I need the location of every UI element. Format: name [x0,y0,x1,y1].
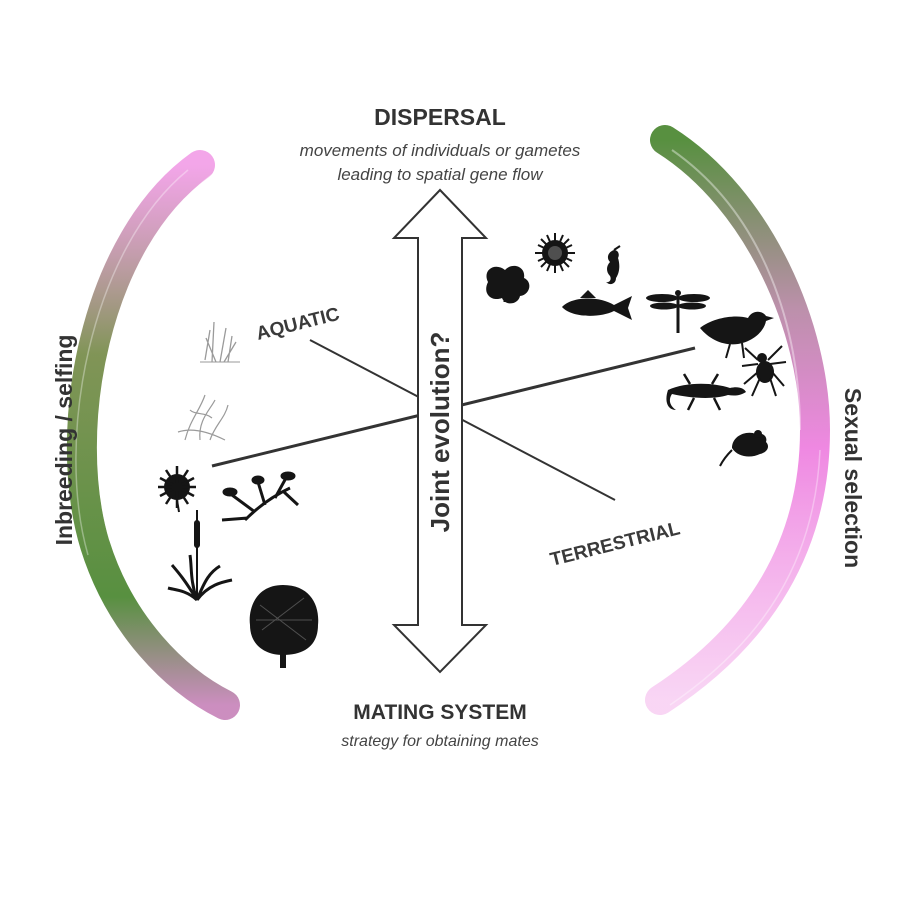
thistle-flower-icon [158,466,196,513]
joint-evolution-arrow: Joint evolution? [391,188,489,674]
left-arc [66,150,240,720]
seahorse-icon [606,245,621,285]
grass-sketch-icon [200,321,240,363]
branching-plant-icon [221,471,300,522]
dispersal-description-line1: movements of individuals or gametes [300,141,581,160]
aquatic-plant-sketch-icon [177,394,229,441]
fish-icon [562,290,632,320]
arrow-label: Joint evolution? [425,332,455,533]
lizard-icon [666,373,746,411]
dispersal-description-line2: leading to spatial gene flow [337,165,544,184]
cattail-plant-icon [167,510,233,602]
coral-icon [486,265,530,304]
right-arc-label: Sexual selection [840,388,866,568]
terrestrial-label: TERRESTRIAL [548,518,683,571]
bird-icon [700,311,774,359]
left-arc-label: Inbreeding / selfing [51,335,77,546]
mating-system-description: strategy for obtaining mates [341,733,538,750]
sea-urchin-icon [535,233,575,273]
tree-icon [249,585,319,668]
dispersal-heading: DISPERSAL [374,104,506,130]
spider-icon [741,345,787,397]
dragonfly-icon [646,290,710,333]
mating-system-heading: MATING SYSTEM [353,701,526,724]
aquatic-label: AQUATIC [254,304,342,345]
right-arc [645,125,831,715]
mouse-icon [719,430,768,467]
